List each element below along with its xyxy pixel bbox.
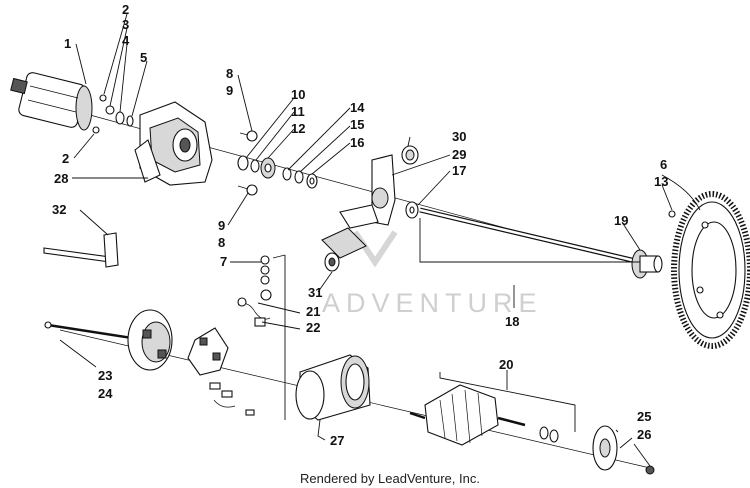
shaft-washer — [405, 201, 419, 219]
pinion-gear-set — [237, 155, 276, 179]
callout-27: 27 — [330, 433, 344, 448]
small-fasteners-upper — [92, 94, 134, 134]
armature-washers — [539, 426, 559, 443]
callout-31: 31 — [308, 285, 322, 300]
bushing — [401, 145, 419, 165]
watermark: ADVENTURE — [322, 230, 543, 318]
callout-12: 12 — [291, 121, 305, 136]
callout-9-top: 9 — [226, 83, 233, 98]
callout-9-lower: 9 — [218, 218, 225, 233]
callout-10: 10 — [291, 87, 305, 102]
washer-stack — [282, 167, 318, 189]
callout-24: 24 — [98, 386, 113, 401]
callout-4: 4 — [122, 33, 130, 48]
watermark-text: ADVENTURE — [322, 288, 543, 318]
shift-bracket — [339, 154, 396, 229]
terminal-stud — [260, 255, 272, 301]
bendix-pinion — [631, 249, 663, 279]
brush-springs — [209, 382, 255, 416]
through-bolt — [44, 321, 133, 340]
upper-bolt — [239, 130, 258, 142]
callout-3: 3 — [122, 17, 129, 32]
callout-17: 17 — [452, 163, 466, 178]
callout-19: 19 — [614, 213, 628, 228]
callout-15: 15 — [350, 117, 364, 132]
starter-motor — [10, 72, 93, 131]
drive-housing — [134, 101, 213, 186]
end-nut — [645, 465, 655, 475]
callout-16: 16 — [350, 135, 364, 150]
callout-18: 18 — [505, 314, 519, 329]
callout-labels: 1 2 3 4 5 2 28 8 9 10 11 12 14 15 16 30 … — [52, 2, 668, 448]
callout-5: 5 — [140, 50, 147, 65]
end-plate — [592, 425, 618, 471]
callout-8-lower: 8 — [218, 235, 225, 250]
ring-gear — [671, 191, 750, 349]
callout-13: 13 — [654, 174, 668, 189]
callout-8-top: 8 — [226, 66, 233, 81]
callout-21: 21 — [306, 304, 320, 319]
field-housing — [295, 354, 371, 421]
callout-23: 23 — [98, 368, 112, 383]
leader-lines — [59, 13, 701, 467]
callout-26: 26 — [637, 427, 651, 442]
ring-gear-screw — [668, 210, 676, 218]
callout-28: 28 — [54, 171, 68, 186]
armature — [409, 384, 526, 446]
brush-lead — [237, 297, 271, 327]
callout-2-lower: 2 — [62, 151, 69, 166]
callout-20: 20 — [499, 357, 513, 372]
lower-bolt — [237, 184, 258, 196]
callout-14: 14 — [350, 100, 365, 115]
callout-22: 22 — [306, 320, 320, 335]
drive-knob — [321, 227, 367, 272]
callout-2-top: 2 — [122, 2, 129, 17]
end-cap — [127, 309, 173, 371]
callout-25: 25 — [637, 409, 651, 424]
footer-credit: Rendered by LeadVenture, Inc. — [300, 471, 480, 486]
callout-7: 7 — [220, 254, 227, 269]
callout-32: 32 — [52, 202, 66, 217]
service-tool — [43, 232, 119, 268]
callout-1: 1 — [64, 36, 71, 51]
callout-11: 11 — [291, 104, 305, 119]
callout-6: 6 — [660, 157, 667, 172]
drive-shaft — [419, 207, 641, 265]
callout-30: 30 — [452, 129, 466, 144]
callout-29: 29 — [452, 147, 466, 162]
brush-holder — [187, 327, 229, 376]
